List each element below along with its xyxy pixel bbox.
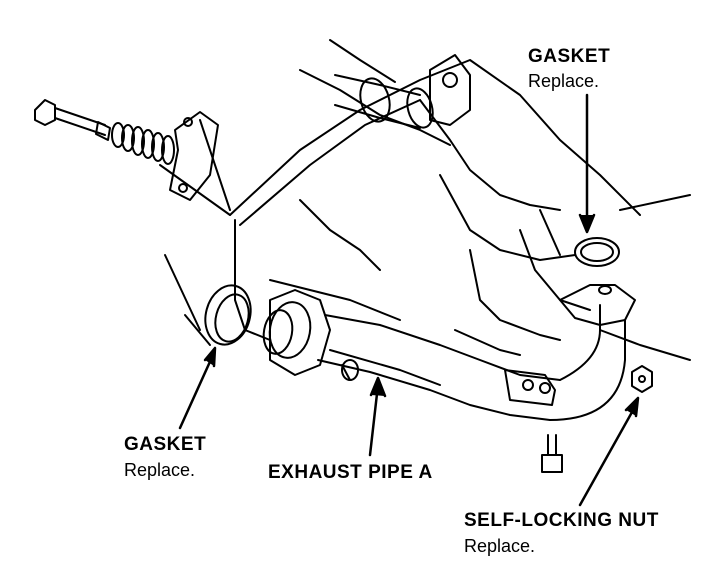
bolt-spring-assembly [34, 99, 219, 201]
exhaust-pipe-a [262, 284, 636, 421]
lower-bolt [541, 434, 563, 473]
gasket-left-title: GASKET [124, 434, 207, 455]
engine-block [159, 39, 691, 386]
top-gasket-ring [574, 237, 620, 267]
gasket-top-title: GASKET [528, 46, 611, 67]
self-locking-nut-title: SELF-LOCKING NUT [464, 510, 659, 531]
self-locking-nut-note: Replace. [464, 536, 536, 556]
leader-arrows [178, 93, 640, 507]
gasket-top-note: Replace. [528, 71, 600, 91]
gasket-left-note: Replace. [124, 460, 196, 480]
upper-shaft [334, 54, 471, 129]
self-locking-nut [631, 365, 653, 393]
exhaust-pipe-label: EXHAUST PIPE A [268, 462, 433, 483]
left-gasket-ring [204, 284, 252, 346]
